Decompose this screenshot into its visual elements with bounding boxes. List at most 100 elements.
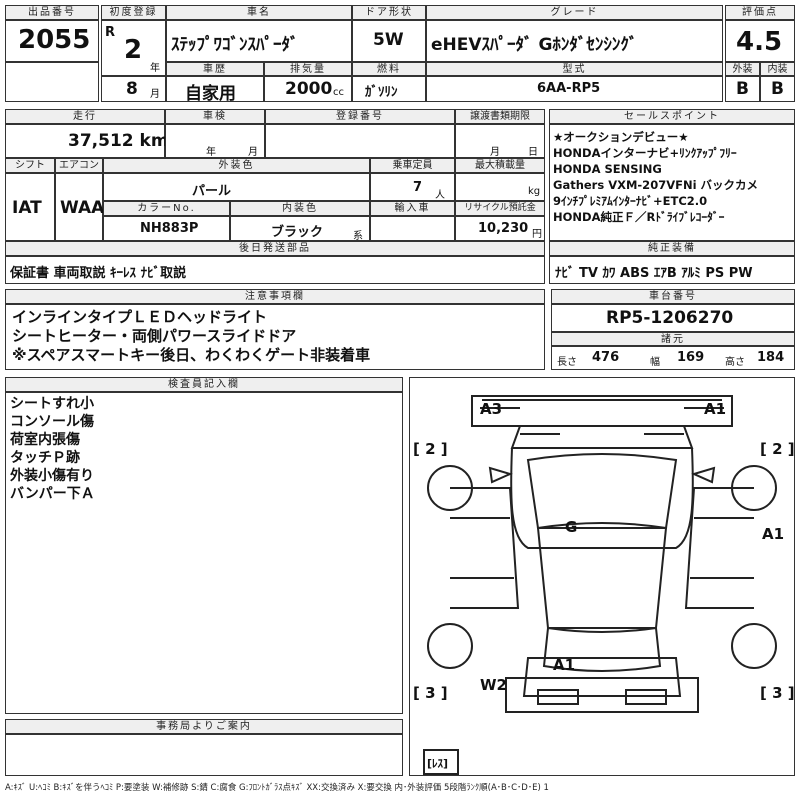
later-parts-value: 保証書 車両取説 ｷｰﾚｽ ﾅﾋﾞ取説 <box>10 266 187 281</box>
exterior-color-header: 外装色 <box>103 158 370 173</box>
first-reg-year-cell: R 2 年 <box>101 20 166 76</box>
reg-month-value: 8 <box>126 79 138 99</box>
car-outline-icon <box>423 395 777 775</box>
year-unit: 年 <box>150 63 160 74</box>
width-label: 幅 <box>650 357 660 368</box>
interior-grade-cell: B <box>760 76 795 102</box>
sales-point-line: Gathers VXM-207VFNi バックカメ <box>553 178 759 192</box>
interior-color-cell: ブラック 系 <box>230 216 370 242</box>
notes-cell: インラインタイプＬＥＤヘッドライト シートヒーター・両側パワースライドドア ※ス… <box>5 304 545 370</box>
aircon-cell: WAA <box>55 173 104 241</box>
transfer-cell: 月 日 <box>455 124 545 158</box>
sales-point-line: 9ｲﾝﾁﾌﾟﾚﾐｱﾑｲﾝﾀｰﾅﾋﾞ+ETC2.0 <box>553 194 708 208</box>
recycle-cell: 10,230 円 <box>455 216 545 241</box>
model-cell: ｽﾃｯﾌﾟﾜｺﾞﾝｽﾊﾟｰﾀﾞ <box>166 20 352 62</box>
interior-color-header: 内装色 <box>230 201 370 216</box>
height-label: 高さ <box>725 357 745 368</box>
damage-mark-w2: W2 <box>480 676 507 694</box>
notes-header: 注意事項欄 <box>5 289 545 304</box>
reg-year-value: 2 <box>124 35 143 65</box>
displacement-value: 2000 <box>285 79 333 99</box>
recycle-value: 10,230 <box>478 221 529 236</box>
inspection-cell: 年 月 <box>165 124 265 158</box>
sales-point-line: HONDAインターナビ+ﾘﾝｸｱｯﾌﾟﾌﾘｰ <box>553 146 737 160</box>
inspector-note-line: シートすれ小 <box>10 396 94 412</box>
type-code-cell: 6AA-RP5 <box>426 76 723 102</box>
displacement-unit: cc <box>333 87 344 98</box>
grade-header: グレード <box>426 5 723 20</box>
length-label: 長さ <box>557 357 577 368</box>
sales-point-line: HONDA SENSING <box>553 162 662 176</box>
interior-color-unit: 系 <box>353 231 363 242</box>
legend-text: A:ｷｽﾞ U:ﾍｺﾐ B:ｷｽﾞを伴うﾍｺﾐ P:要塗装 W:補修跡 S:錆 … <box>5 783 549 793</box>
doors-value: 5W <box>373 30 404 50</box>
model-header: 車名 <box>166 5 352 20</box>
exterior-color-value: パール <box>192 184 232 199</box>
fuel-value: ｶﾞｿﾘﾝ <box>365 85 398 100</box>
capacity-header: 乗車定員 <box>370 158 455 173</box>
chassis-no-cell: RP5-1206270 <box>551 304 795 332</box>
damage-mark-g: G <box>565 518 578 536</box>
recycle-unit: 円 <box>532 229 542 240</box>
mileage-header: 走行 <box>5 109 165 124</box>
reg-no-header: 登録番号 <box>265 109 455 124</box>
inspector-note-line: 荷室内張傷 <box>10 432 80 448</box>
capacity-value: 7 <box>413 180 423 195</box>
mileage-value: 37,512 km <box>68 131 169 151</box>
recycle-header: リサイクル預託金 <box>455 201 545 216</box>
doors-header: ドア形状 <box>352 5 426 20</box>
inspector-note-line: コンソール傷 <box>10 414 94 430</box>
chassis-no-header: 車台番号 <box>551 289 795 304</box>
later-parts-cell: 保証書 車両取説 ｷｰﾚｽ ﾅﾋﾞ取説 <box>5 256 545 284</box>
transfer-day-unit: 日 <box>528 147 538 158</box>
note-line: ※スペアスマートキー後日、わくわくゲート非装着車 <box>12 346 371 364</box>
standard-equipment-header: 純正装備 <box>549 241 795 256</box>
first-reg-month-cell: 8 月 <box>101 76 166 102</box>
inspection-header: 車検 <box>165 109 265 124</box>
transfer-month-unit: 月 <box>490 147 500 158</box>
grade-value: eHEVｽﾊﾟｰﾀﾞ Gﾎﾝﾀﾞｾﾝｼﾝｸﾞ <box>431 35 638 55</box>
later-parts-header: 後日発送部品 <box>5 241 545 256</box>
first-reg-header: 初度登録 <box>101 5 166 20</box>
interior-color-value: ブラック <box>271 225 324 240</box>
color-no-header: カラーNo. <box>103 201 230 216</box>
max-load-header: 最大積載量 <box>455 158 545 173</box>
color-no-cell: NH883P <box>103 216 230 241</box>
tire-rear-right-mark: [ 3 ] <box>760 684 795 702</box>
car-damage-diagram: A3 A1 [ 2 ] [ 2 ] A1 G A1 W2 [ 3 ] [ 3 ]… <box>409 377 795 776</box>
displacement-cell: 2000 cc <box>264 76 352 102</box>
doors-cell: 5W <box>352 20 426 62</box>
score-header: 評価点 <box>725 5 795 20</box>
import-header: 輸入車 <box>370 201 455 216</box>
damage-mark-a1-rear: A1 <box>553 656 576 674</box>
month-unit: 月 <box>150 89 160 100</box>
exterior-grade-value: B <box>736 79 749 99</box>
standard-equipment-cell: ﾅﾋﾞ TV ｶﾜ ABS ｴｱB ｱﾙﾐ PS PW <box>549 256 795 284</box>
lot-no-blank <box>5 62 99 102</box>
sales-point-line: HONDA純正Ｆ／Rﾄﾞﾗｲﾌﾞﾚｺｰﾀﾞｰ <box>553 210 725 224</box>
capacity-cell: 7 人 <box>370 173 455 201</box>
capacity-unit: 人 <box>435 190 445 201</box>
exterior-grade-header: 外装 <box>725 62 760 76</box>
lot-no-value: 2055 <box>18 25 91 55</box>
inspector-cell: シートすれ小 コンソール傷 荷室内張傷 タッチＰ跡 外装小傷有り バンパー下Ａ <box>5 392 403 714</box>
history-header: 車歴 <box>166 62 264 76</box>
dimensions-cell: 長さ 476 幅 169 高さ 184 <box>551 346 795 370</box>
tire-front-left-mark: [ 2 ] <box>413 440 448 458</box>
tire-front-right-mark: [ 2 ] <box>760 440 795 458</box>
inspection-month-unit: 月 <box>248 147 258 158</box>
inspector-header: 検査員記入欄 <box>5 377 403 392</box>
height-value: 184 <box>757 350 785 365</box>
damage-mark-a1-side: A1 <box>762 525 785 543</box>
sales-points-cell: ★オークションデビュー★ HONDAインターナビ+ﾘﾝｸｱｯﾌﾟﾌﾘｰ HOND… <box>549 124 795 241</box>
max-load-unit: kg <box>528 186 541 197</box>
width-value: 169 <box>677 350 705 365</box>
damage-mark-a1-front: A1 <box>704 400 727 418</box>
lot-no-cell: 2055 <box>5 20 99 62</box>
lot-no-header: 出品番号 <box>5 5 99 20</box>
damage-mark-a3: A3 <box>480 400 503 418</box>
shift-value: IAT <box>12 198 42 218</box>
reg-no-cell <box>265 124 455 158</box>
office-cell <box>5 734 403 776</box>
inspector-note-line: バンパー下Ａ <box>10 486 95 502</box>
